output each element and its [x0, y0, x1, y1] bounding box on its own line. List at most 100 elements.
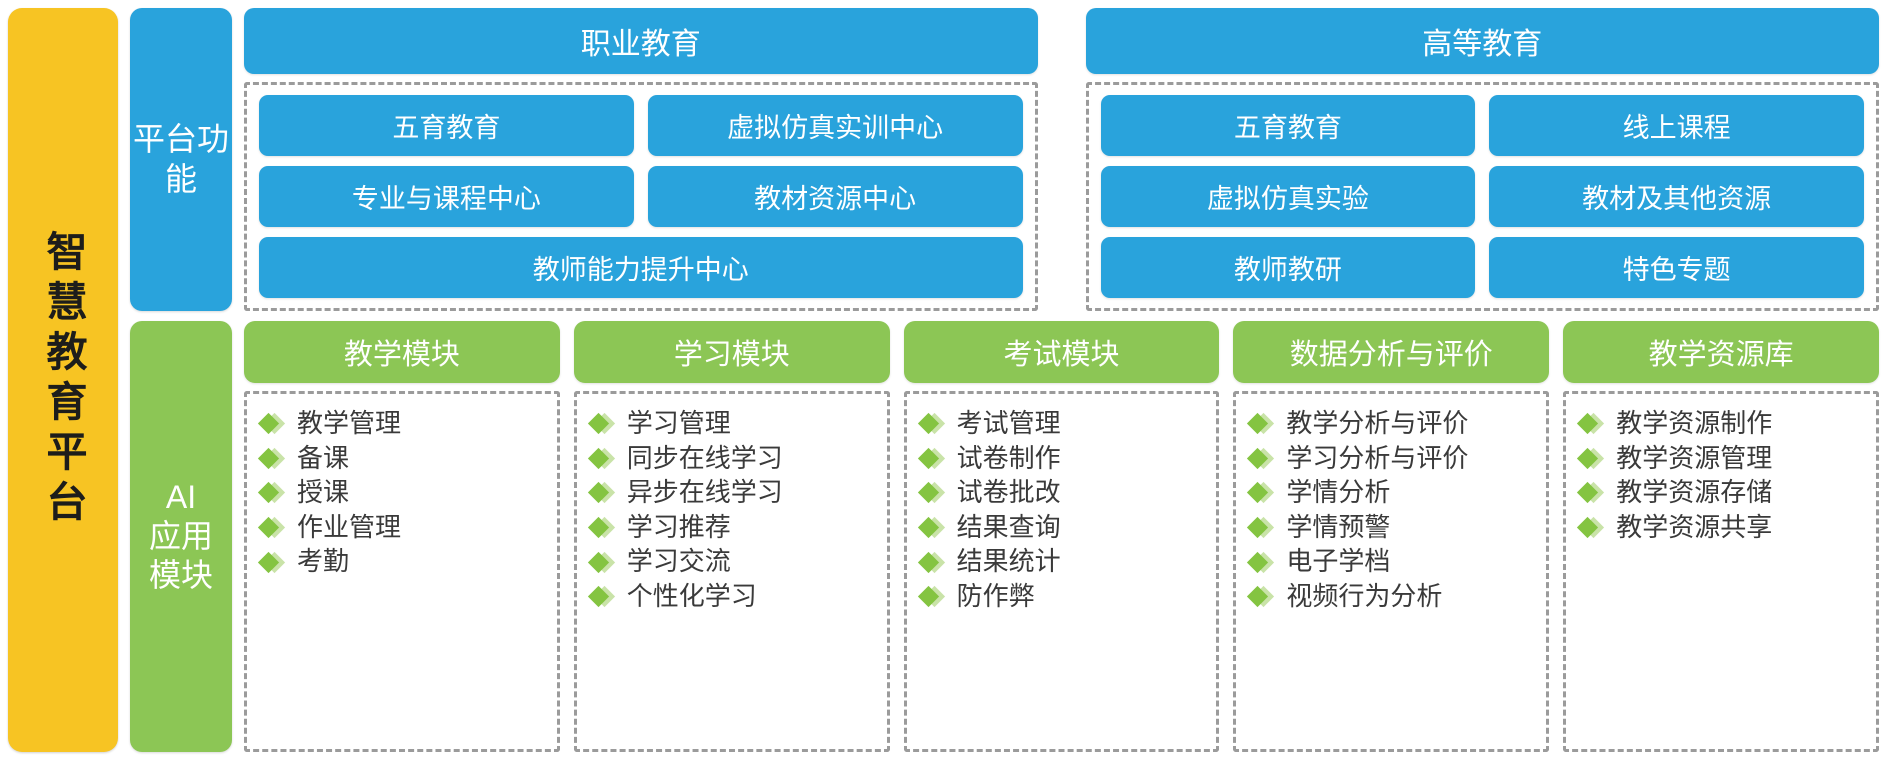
module-item-list: 教学分析与评价 学习分析与评价 学情分析 学情预警 电子学档 视频行为分析	[1250, 406, 1540, 613]
diamond-bullet-icon	[591, 481, 613, 503]
list-item[interactable]: 考勤	[261, 544, 551, 579]
feature-chip[interactable]: 五育教育	[1100, 95, 1476, 156]
feature-chip[interactable]: 专业与课程中心	[259, 166, 634, 227]
list-item[interactable]: 学习交流	[591, 544, 881, 579]
category-ai-line3: 模块	[148, 557, 213, 594]
module-column-resource-library: 教学资源库 教学资源制作 教学资源管理 教学资源存储 教学资源共享	[1563, 321, 1879, 752]
feature-chip[interactable]: 教师教研	[1100, 237, 1476, 298]
panel-title-vocational-education[interactable]: 职业教育	[244, 8, 1038, 74]
list-item-label: 同步在线学习	[626, 442, 783, 473]
list-item-label: 异步在线学习	[626, 477, 783, 508]
category-platform-functions[interactable]: 平台功能	[130, 8, 232, 311]
module-header-resource-library[interactable]: 教学资源库	[1563, 321, 1879, 383]
list-item[interactable]: 结果查询	[921, 510, 1211, 545]
panel-higher-education: 高等教育 五育教育 线上课程 虚拟仿真实验 教材及其他资源 教师教研 特色专题	[1085, 8, 1879, 311]
list-item[interactable]: 作业管理	[261, 510, 551, 545]
list-item[interactable]: 个性化学习	[591, 579, 881, 614]
module-header-data-analysis[interactable]: 数据分析与评价	[1233, 321, 1550, 383]
main-area: 职业教育 五育教育 虚拟仿真实训中心 专业与课程中心 教材资源中心 教师能力提升…	[244, 8, 1879, 752]
module-body-resource-library: 教学资源制作 教学资源管理 教学资源存储 教学资源共享	[1563, 391, 1879, 752]
module-column-exam: 考试模块 考试管理 试卷制作 试卷批改 结果查询 结果统计 防作弊	[903, 321, 1220, 752]
diamond-bullet-icon	[921, 551, 943, 573]
list-item[interactable]: 教学资源存储	[1580, 475, 1870, 510]
list-item[interactable]: 教学资源制作	[1580, 406, 1870, 441]
list-item[interactable]: 教学管理	[261, 406, 551, 441]
diamond-bullet-icon	[1580, 447, 1602, 469]
list-item-label: 考勤	[297, 546, 350, 577]
diamond-bullet-icon	[591, 585, 613, 607]
list-item[interactable]: 试卷批改	[921, 475, 1211, 510]
diamond-bullet-icon	[1250, 447, 1272, 469]
feature-chip[interactable]: 教师能力提升中心	[259, 237, 1023, 298]
diamond-bullet-icon	[261, 447, 283, 469]
feature-chip[interactable]: 虚拟仿真实训中心	[647, 95, 1023, 156]
module-header-exam[interactable]: 考试模块	[903, 321, 1220, 383]
category-ai-line2: 应用	[148, 517, 213, 554]
category-ai-line1: AI	[165, 478, 197, 515]
list-item-label: 电子学档	[1286, 546, 1391, 577]
list-item[interactable]: 教学资源共享	[1580, 510, 1870, 545]
list-item[interactable]: 学习管理	[591, 406, 881, 441]
list-item-label: 作业管理	[297, 511, 402, 542]
diamond-bullet-icon	[261, 551, 283, 573]
diamond-bullet-icon	[591, 551, 613, 573]
module-header-learning[interactable]: 学习模块	[573, 321, 890, 383]
list-item[interactable]: 教学分析与评价	[1250, 406, 1540, 441]
diamond-bullet-icon	[921, 585, 943, 607]
list-item[interactable]: 视频行为分析	[1250, 579, 1540, 614]
list-item-label: 防作弊	[956, 580, 1035, 611]
list-item[interactable]: 电子学档	[1250, 544, 1540, 579]
list-item-label: 考试管理	[956, 408, 1061, 438]
feature-chip[interactable]: 特色专题	[1489, 237, 1864, 298]
diamond-bullet-icon	[921, 516, 943, 538]
list-item[interactable]: 学习推荐	[591, 510, 881, 545]
list-item-label: 教学资源存储	[1616, 477, 1773, 508]
list-item[interactable]: 防作弊	[921, 579, 1211, 614]
list-item-label: 学习交流	[626, 546, 731, 577]
list-item[interactable]: 试卷制作	[921, 441, 1211, 476]
module-item-list: 考试管理 试卷制作 试卷批改 结果查询 结果统计 防作弊	[921, 406, 1211, 613]
module-column-teaching: 教学模块 教学管理 备课 授课 作业管理 考勤	[244, 321, 560, 752]
list-item[interactable]: 同步在线学习	[591, 441, 881, 476]
diamond-bullet-icon	[921, 412, 943, 434]
diamond-bullet-icon	[591, 412, 613, 434]
list-item-label: 授课	[297, 477, 350, 508]
category-ai-application-modules[interactable]: AI 应用 模块	[130, 321, 232, 752]
list-item-label: 试卷制作	[956, 442, 1061, 473]
panel-vocational-education: 职业教育 五育教育 虚拟仿真实训中心 专业与课程中心 教材资源中心 教师能力提升…	[244, 8, 1038, 311]
feature-group-vocational-education: 五育教育 虚拟仿真实训中心 专业与课程中心 教材资源中心 教师能力提升中心	[244, 82, 1038, 311]
list-item[interactable]: 结果统计	[921, 544, 1211, 579]
feature-chip[interactable]: 虚拟仿真实验	[1100, 166, 1476, 227]
module-header-teaching[interactable]: 教学模块	[244, 321, 560, 383]
panel-title-higher-education[interactable]: 高等教育	[1085, 8, 1879, 74]
list-item[interactable]: 学情分析	[1250, 475, 1540, 510]
platform-functions-row: 职业教育 五育教育 虚拟仿真实训中心 专业与课程中心 教材资源中心 教师能力提升…	[244, 8, 1879, 311]
diamond-bullet-icon	[591, 516, 613, 538]
list-item[interactable]: 考试管理	[921, 406, 1211, 441]
list-item[interactable]: 备课	[261, 441, 551, 476]
feature-chip[interactable]: 五育教育	[259, 95, 634, 156]
list-item-label: 学习分析与评价	[1286, 442, 1469, 473]
list-item[interactable]: 学习分析与评价	[1250, 441, 1540, 476]
feature-chip[interactable]: 教材资源中心	[647, 166, 1023, 227]
feature-chip[interactable]: 教材及其他资源	[1489, 166, 1864, 227]
list-item-label: 教学分析与评价	[1286, 408, 1469, 438]
list-item[interactable]: 异步在线学习	[591, 475, 881, 510]
feature-chip[interactable]: 线上课程	[1489, 95, 1864, 156]
list-item[interactable]: 教学资源管理	[1580, 441, 1870, 476]
diamond-bullet-icon	[591, 447, 613, 469]
module-body-teaching: 教学管理 备课 授课 作业管理 考勤	[244, 391, 560, 752]
diamond-bullet-icon	[1580, 412, 1602, 434]
list-item[interactable]: 学情预警	[1250, 510, 1540, 545]
diamond-bullet-icon	[921, 447, 943, 469]
list-item-label: 教学资源制作	[1616, 408, 1773, 438]
category-column: 平台功能 AI 应用 模块	[130, 8, 232, 752]
diamond-bullet-icon	[1250, 516, 1272, 538]
list-item[interactable]: 授课	[261, 475, 551, 510]
diamond-bullet-icon	[1250, 585, 1272, 607]
list-item-label: 结果统计	[956, 546, 1061, 577]
module-body-data-analysis: 教学分析与评价 学习分析与评价 学情分析 学情预警 电子学档 视频行为分析	[1233, 391, 1550, 752]
diamond-bullet-icon	[1580, 481, 1602, 503]
list-item-label: 教学资源管理	[1616, 442, 1773, 473]
